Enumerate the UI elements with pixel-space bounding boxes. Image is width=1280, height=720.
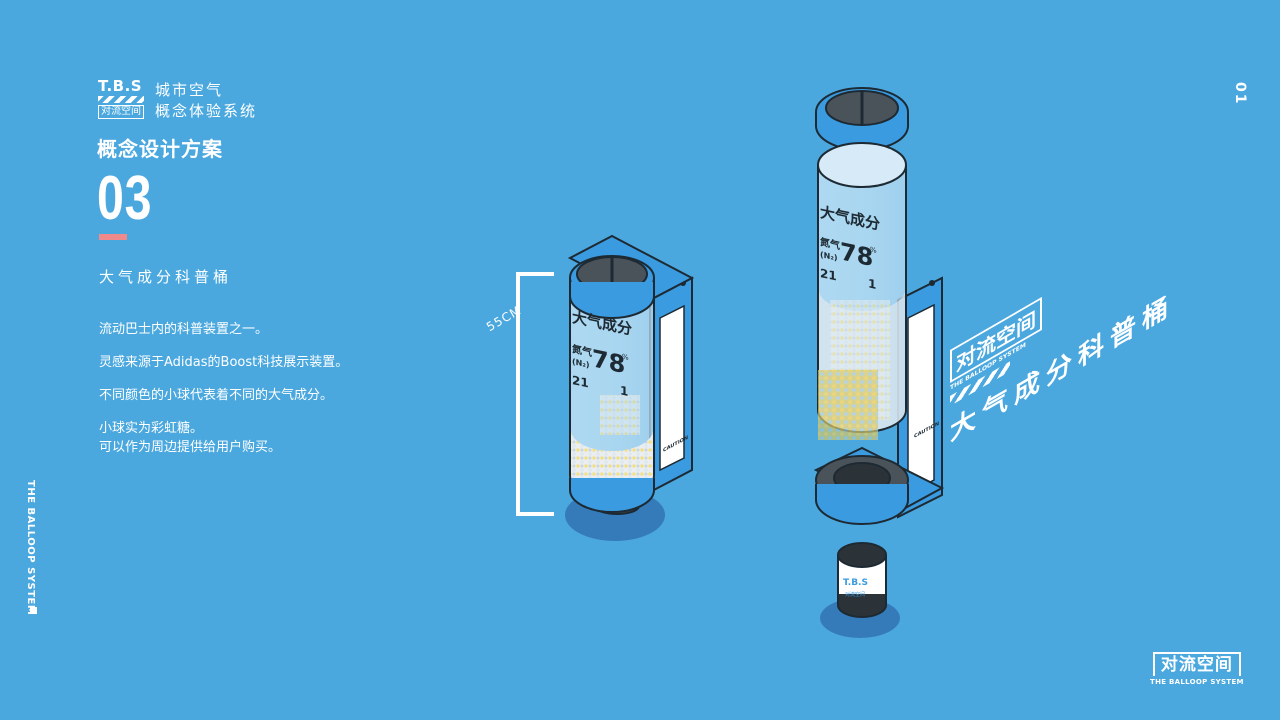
- left-label-other: 1: [620, 383, 628, 399]
- cap-logo-subtext: 对流空间: [845, 591, 865, 598]
- brand-logo: T.B.S 对流空间: [98, 78, 144, 119]
- section-subtitle: 大气成分科普桶: [99, 268, 233, 286]
- left-device: 大气成分 氮气 (N₂) 78 % 21 1 CAUTION: [565, 234, 695, 541]
- footer-brand-cn: 对流空间: [1152, 652, 1241, 676]
- left-label-gas: 氮气: [572, 342, 592, 359]
- page-number: 01: [1232, 82, 1248, 106]
- body-paragraph-1: 流动巴士内的科普装置之一。: [99, 322, 269, 337]
- right-label-formula: (N₂): [820, 249, 837, 263]
- footer-brand-en: THE BALLOOP SYSTEM: [1150, 678, 1244, 686]
- right-label-gas: 氮气: [820, 235, 840, 252]
- left-label-formula: (N₂): [572, 356, 589, 370]
- section-number: 03: [97, 164, 153, 233]
- right-label-percent-sign: %: [870, 245, 877, 255]
- vertical-brand-tag-text: THE BALLOOP SYSTEM: [25, 480, 36, 616]
- body-paragraph-2: 灵感来源于Adidas的Boost科技展示装置。: [99, 355, 349, 370]
- brand-line-1: 城市空气: [155, 81, 224, 99]
- body-paragraph-3: 不同颜色的小球代表着不同的大气成分。: [99, 388, 334, 403]
- right-device: 大气成分 氮气 (N₂) 78 % 21 1 CAUTION T.B.S 对流空…: [813, 87, 945, 638]
- brand-logo-subtext: 对流空间: [98, 105, 144, 119]
- body-paragraph-4: 小球实为彩虹糖。 可以作为周边提供给用户购买。: [99, 419, 281, 457]
- left-label-percent: 78: [592, 344, 625, 380]
- vertical-brand-tag: THE BALLOOP SYSTEM: [25, 480, 41, 620]
- body-paragraph-4-line-1: 小球实为彩虹糖。: [99, 421, 204, 436]
- brand-stripes: [98, 96, 144, 103]
- left-label-oxygen: 21: [572, 373, 589, 390]
- brand-tagline: 城市空气 概念体验系统: [155, 80, 257, 122]
- left-label-percent-sign: %: [622, 352, 629, 362]
- right-label-percent: 78: [840, 237, 873, 273]
- body-paragraph-4-line-2: 可以作为周边提供给用户购买。: [99, 440, 282, 455]
- dimension-bracket: [516, 272, 554, 516]
- cap-logo-text: T.B.S: [843, 578, 868, 588]
- right-label-other: 1: [868, 276, 876, 292]
- vertical-tag-square: [30, 607, 37, 614]
- right-label-oxygen: 21: [820, 266, 837, 283]
- section-title: 概念设计方案: [97, 137, 223, 161]
- accent-bar: [99, 234, 127, 240]
- brand-logo-text: T.B.S: [98, 77, 143, 95]
- footer-brand: 对流空间 THE BALLOOP SYSTEM: [1150, 652, 1244, 686]
- brand-line-2: 概念体验系统: [155, 102, 258, 120]
